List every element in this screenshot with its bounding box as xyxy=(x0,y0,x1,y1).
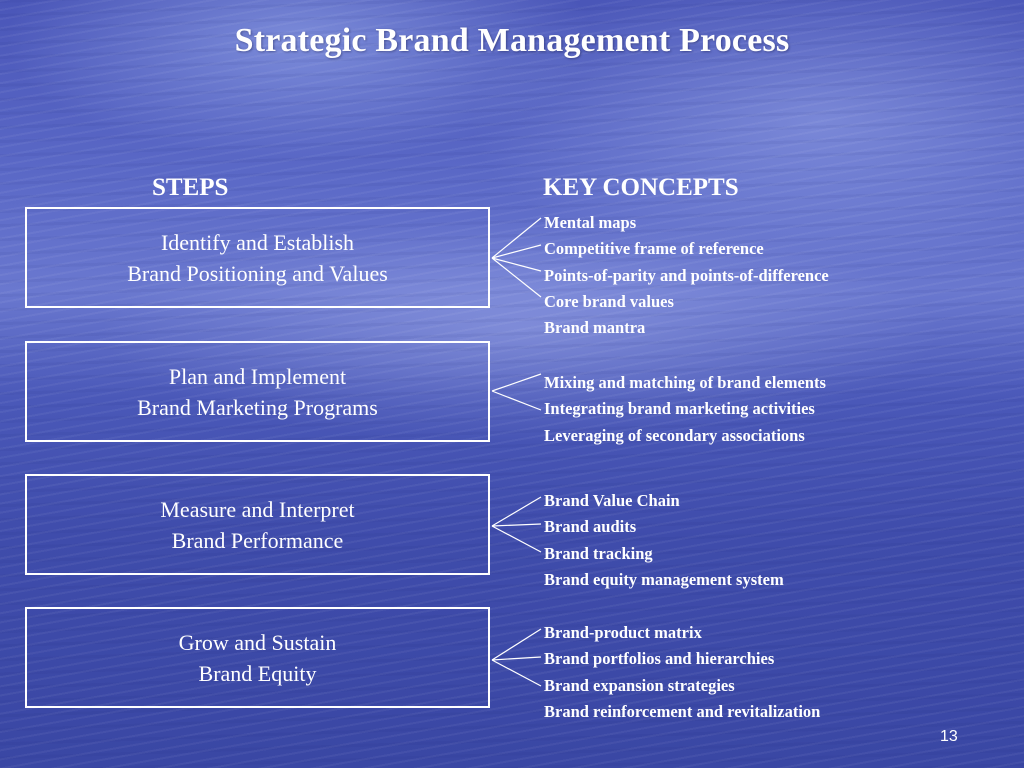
connector-line xyxy=(491,496,542,527)
step-text-line: Brand Positioning and Values xyxy=(127,260,388,286)
step-text-line: Brand Equity xyxy=(198,660,317,686)
concept-item: Competitive frame of reference xyxy=(544,239,764,259)
concepts-list-programs: Mixing and matching of brand elements In… xyxy=(544,370,826,449)
page-number: 13 xyxy=(940,728,958,745)
concept-item: Brand tracking xyxy=(544,543,653,563)
concept-item: Brand-product matrix xyxy=(544,623,702,642)
step-box-programs: Plan and Implement Brand Marketing Progr… xyxy=(25,341,490,442)
connector-line xyxy=(491,373,542,392)
step-text-line: Identify and Establish xyxy=(160,229,355,255)
slide-title: Strategic Brand Management Process xyxy=(234,22,790,59)
concept-item: Brand reinforcement and revitalization xyxy=(544,701,821,721)
concepts-list-equity: Brand-product matrix Brand portfolios an… xyxy=(544,620,820,725)
connector-fan-programs xyxy=(491,373,542,411)
connector-line xyxy=(491,523,542,527)
connector-fan-positioning xyxy=(491,217,542,298)
step-box-positioning: Identify and Establish Brand Positioning… xyxy=(25,207,490,308)
connector-line xyxy=(491,656,542,661)
connector-fan-equity xyxy=(491,628,542,687)
concept-item: Brand expansion strategies xyxy=(544,675,735,695)
connector-line xyxy=(491,628,542,661)
concept-item: Brand equity management system xyxy=(544,569,784,589)
connector-line xyxy=(491,390,542,411)
concept-item: Brand Value Chain xyxy=(544,491,680,510)
step-text-line: Grow and Sustain xyxy=(178,629,337,655)
concept-item: Points-of-parity and points-of-differenc… xyxy=(544,265,829,285)
connector-line xyxy=(491,217,542,259)
connector-line xyxy=(491,257,542,298)
step-text-line: Measure and Interpret xyxy=(160,496,355,522)
step-text-line: Brand Marketing Programs xyxy=(137,394,378,420)
concepts-list-performance: Brand Value Chain Brand audits Brand tra… xyxy=(544,488,784,593)
concept-item: Mixing and matching of brand elements xyxy=(544,373,826,392)
connector-line xyxy=(491,244,542,259)
step-text-line: Plan and Implement xyxy=(168,363,347,389)
concept-item: Brand mantra xyxy=(544,318,646,338)
concept-item: Mental maps xyxy=(544,213,637,232)
concepts-list-positioning: Mental maps Competitive frame of referen… xyxy=(544,210,829,341)
connector-line xyxy=(491,257,542,272)
connector-fan-performance xyxy=(491,496,542,553)
steps-heading: STEPS xyxy=(152,174,229,201)
key-concepts-heading: KEY CONCEPTS xyxy=(543,174,739,201)
step-text-line: Brand Performance xyxy=(171,527,344,553)
connector-line xyxy=(491,659,542,687)
concept-item: Leveraging of secondary associations xyxy=(544,425,805,445)
connector-line xyxy=(491,525,542,553)
step-box-equity: Grow and Sustain Brand Equity xyxy=(25,607,490,708)
concept-item: Core brand values xyxy=(544,291,674,311)
concept-item: Brand portfolios and hierarchies xyxy=(544,649,775,669)
concept-item: Integrating brand marketing activities xyxy=(544,399,815,419)
concept-item: Brand audits xyxy=(544,517,637,537)
step-box-performance: Measure and Interpret Brand Performance xyxy=(25,474,490,575)
